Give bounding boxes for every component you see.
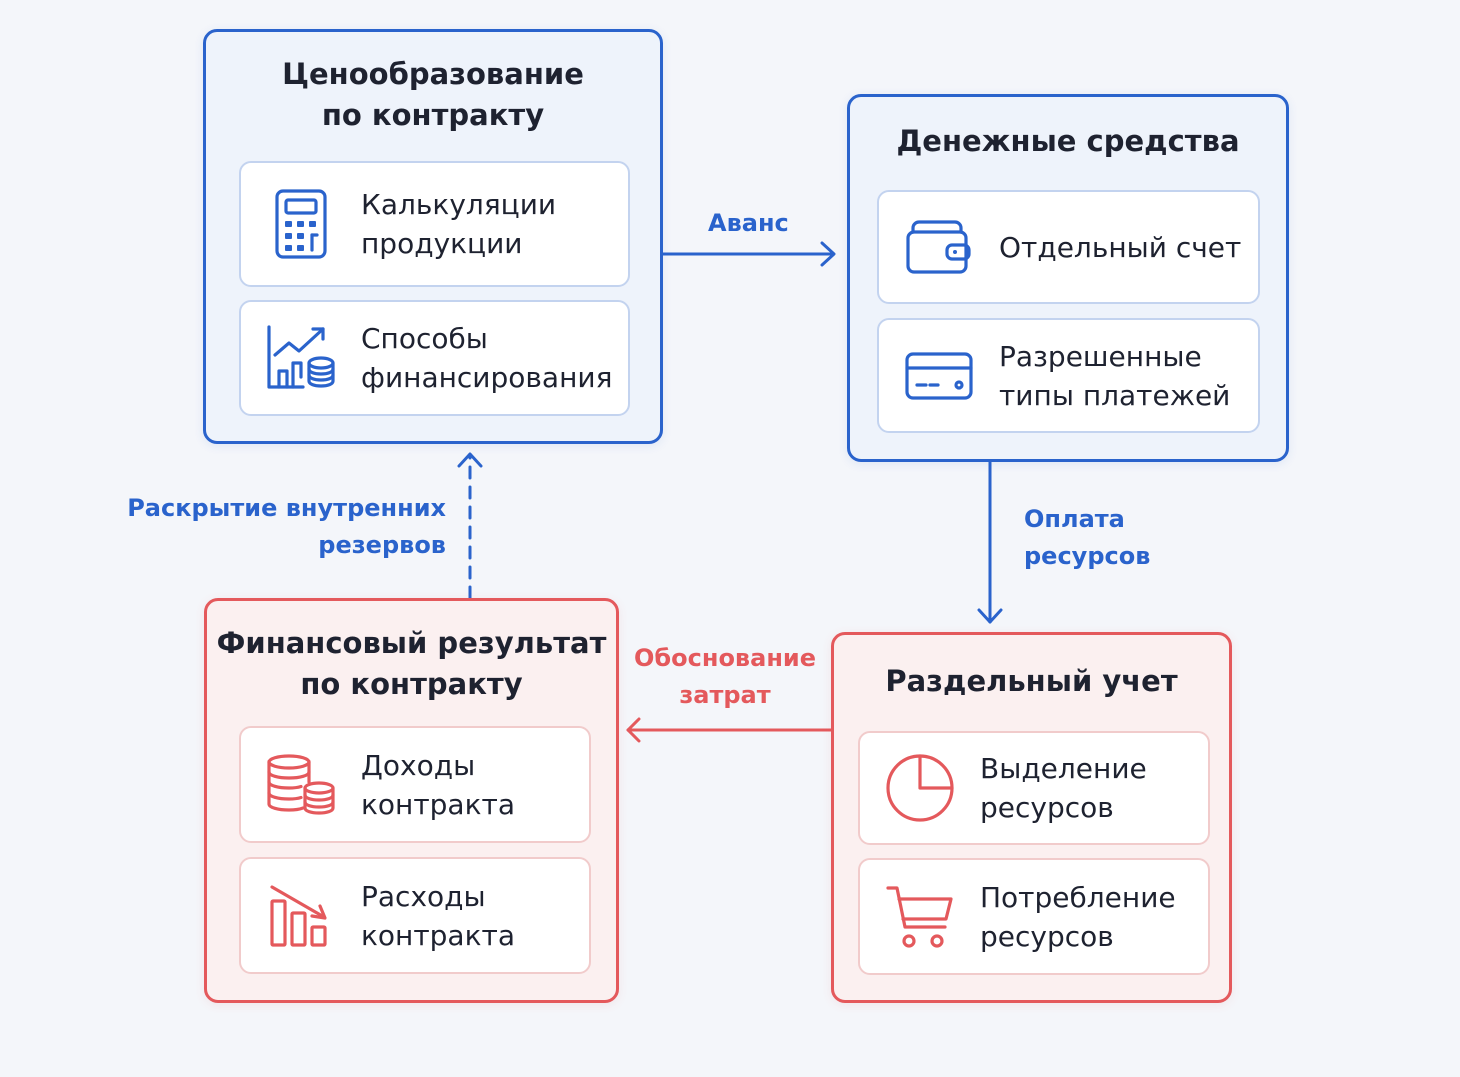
item-label: Выделение ресурсов	[980, 752, 1147, 824]
credit-card-icon	[879, 320, 999, 431]
accounting-title: Раздельный учет	[885, 664, 1178, 698]
result-box: Финансовый результат по контракту Доходы…	[204, 598, 619, 1003]
shopping-cart-icon	[860, 860, 980, 973]
item-contract-income: Доходы контракта	[239, 726, 591, 843]
result-title: Финансовый результат по контракту	[216, 626, 607, 701]
calculator-icon	[241, 163, 361, 285]
item-contract-expenses: Расходы контракта	[239, 857, 591, 974]
item-financing-methods: Способы финансирования	[239, 300, 630, 416]
flow-label-payment: Оплата ресурсов	[1024, 505, 1151, 570]
funds-box: Денежные средства Отдельный счет Разреше…	[847, 94, 1289, 462]
pricing-box: Ценообразование по контракту Калькуляц	[203, 29, 663, 444]
flow-label-justification: Обоснование затрат	[633, 644, 816, 709]
flow-label-reserves: Раскрытие внутренних резервов	[127, 494, 446, 559]
item-label: Доходы контракта	[361, 748, 515, 821]
item-resource-allocation: Выделение ресурсов	[858, 731, 1210, 845]
flow-label-advance: Аванс	[708, 209, 789, 237]
item-label: Расходы контракта	[361, 879, 515, 952]
pricing-title: Ценообразование по контракту	[282, 57, 584, 132]
item-label: Калькуляции продукции	[361, 188, 557, 260]
coin-stack-icon	[241, 728, 361, 841]
item-label: Способы финансирования	[361, 322, 613, 394]
declining-bar-chart-icon	[241, 859, 361, 972]
wallet-icon	[879, 192, 999, 302]
advance-arrow	[660, 241, 836, 267]
accounting-box: Раздельный учет Выделение ресурсов Потре…	[831, 632, 1232, 1003]
justification-arrow	[626, 717, 833, 743]
item-product-calculations: Калькуляции продукции	[239, 161, 630, 287]
item-label: Потребление ресурсов	[980, 880, 1176, 953]
item-label: Разрешенные типы платежей	[999, 339, 1231, 412]
item-separate-account: Отдельный счет	[877, 190, 1260, 304]
item-label: Отдельный счет	[999, 230, 1242, 264]
pie-chart-icon	[860, 733, 980, 843]
reserves-arrow	[457, 452, 483, 600]
item-resource-consumption: Потребление ресурсов	[858, 858, 1210, 975]
payment-arrow	[977, 459, 1003, 624]
item-allowed-payment-types: Разрешенные типы платежей	[877, 318, 1260, 433]
funds-title: Денежные средства	[896, 124, 1240, 158]
growth-chart-coins-icon	[241, 302, 361, 414]
